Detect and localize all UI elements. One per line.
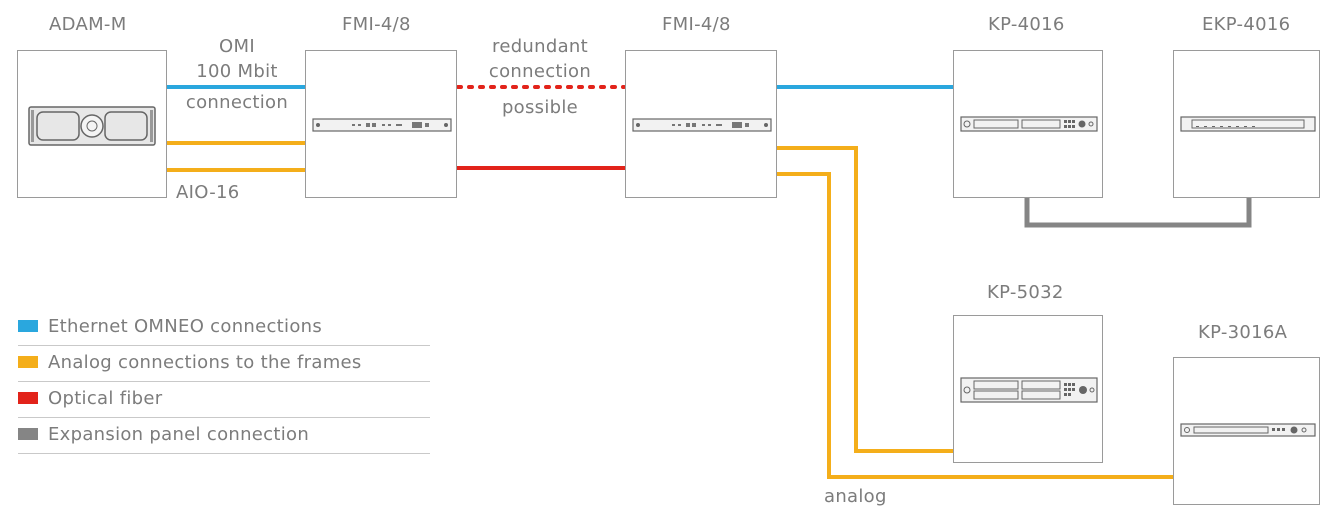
legend-label: Expansion panel connection: [48, 424, 310, 445]
fmi-right-label: FMI-4/8: [662, 14, 731, 35]
legend: Ethernet OMNEO connections Analog connec…: [18, 310, 430, 454]
legend-item-ethernet: Ethernet OMNEO connections: [18, 310, 430, 346]
kp5032-label: KP-5032: [987, 282, 1064, 303]
ethernet-swatch: [18, 320, 38, 332]
fmi-left-label: FMI-4/8: [342, 14, 411, 35]
kp4016-unit-icon: [960, 116, 1098, 132]
adam-m-unit-icon: [28, 106, 156, 146]
legend-item-fiber: Optical fiber: [18, 382, 430, 418]
redundant-label-line3: possible: [501, 97, 579, 118]
aio-label: AIO-16: [176, 182, 240, 203]
analog-wire-kp3016a: [776, 172, 1173, 479]
kp4016-label: KP-4016: [988, 14, 1065, 35]
adam-m-label: ADAM-M: [49, 14, 127, 35]
legend-item-expansion: Expansion panel connection: [18, 418, 430, 454]
legend-label: Optical fiber: [48, 388, 163, 409]
redundant-label-line1: redundant: [492, 36, 588, 57]
redundant-label-line2: connection: [488, 61, 592, 82]
ekp4016-unit-icon: [1180, 116, 1316, 132]
legend-label: Ethernet OMNEO connections: [48, 316, 323, 337]
analog-swatch: [18, 356, 38, 368]
legend-label: Analog connections to the frames: [48, 352, 362, 373]
analog-wire-kp5032: [776, 146, 954, 453]
adam-m-box: [17, 50, 167, 198]
fmi-left-unit-icon: [312, 118, 452, 132]
kp3016a-label: KP-3016A: [1198, 322, 1288, 343]
kp5032-box: [953, 315, 1103, 463]
kp5032-unit-icon: [960, 377, 1098, 403]
analog-label: analog: [824, 486, 887, 507]
legend-item-analog: Analog connections to the frames: [18, 346, 430, 382]
fmi-right-box: [625, 50, 777, 198]
kp3016a-box: [1173, 357, 1320, 505]
fiber-swatch: [18, 392, 38, 404]
ekp4016-label: EKP-4016: [1202, 14, 1291, 35]
fmi-right-unit-icon: [632, 118, 772, 132]
ekp4016-box: [1173, 50, 1320, 198]
omi-label-line2: 100 Mbit: [196, 61, 278, 82]
fmi-left-box: [305, 50, 457, 198]
expansion-swatch: [18, 428, 38, 440]
expansion-wire: [1024, 197, 1252, 228]
omi-label-line3: connection: [185, 92, 289, 113]
omi-label-line1: OMI: [219, 36, 255, 57]
kp4016-box: [953, 50, 1103, 198]
kp3016a-unit-icon: [1180, 423, 1316, 437]
